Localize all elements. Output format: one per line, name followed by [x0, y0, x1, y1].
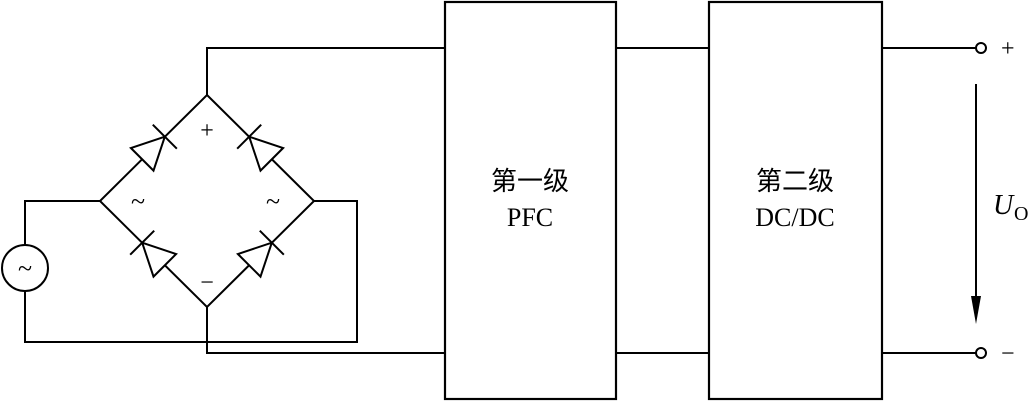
output-plus-terminal	[975, 42, 987, 54]
dcdc-stage-title: 第二级	[756, 167, 834, 196]
output-voltage-arrow: U O	[971, 84, 1028, 324]
bridge-plus-label: +	[200, 118, 214, 144]
bridge-rectifier: + − ~ ~	[98, 93, 316, 309]
bridge-ac-left-label: ~	[131, 187, 145, 216]
output-terminals: + −	[975, 36, 1015, 367]
dcdc-stage-subtitle: DC/DC	[755, 203, 834, 232]
pfc-stage-subtitle: PFC	[507, 203, 553, 232]
bridge-minus-label: −	[200, 270, 214, 296]
output-voltage-subscript: O	[1014, 203, 1028, 225]
bridge-ac-right-label: ~	[266, 187, 280, 216]
diode-bottom-left	[129, 229, 178, 279]
output-minus-label: −	[1001, 341, 1015, 367]
dcdc-stage-block: 第二级 DC/DC	[707, 0, 884, 401]
diode-top-left	[129, 123, 178, 173]
ac-source-symbol: ~	[18, 254, 32, 283]
output-plus-label: +	[1001, 36, 1015, 62]
diode-bottom-right	[236, 229, 285, 279]
output-minus-terminal	[975, 347, 987, 359]
output-voltage-symbol: U	[993, 190, 1015, 221]
wiring	[24, 47, 976, 354]
ac-source: ~	[1, 244, 49, 292]
pfc-stage-title: 第一级	[491, 167, 569, 196]
pfc-stage-block: 第一级 PFC	[443, 0, 618, 401]
diode-top-right	[236, 123, 285, 173]
